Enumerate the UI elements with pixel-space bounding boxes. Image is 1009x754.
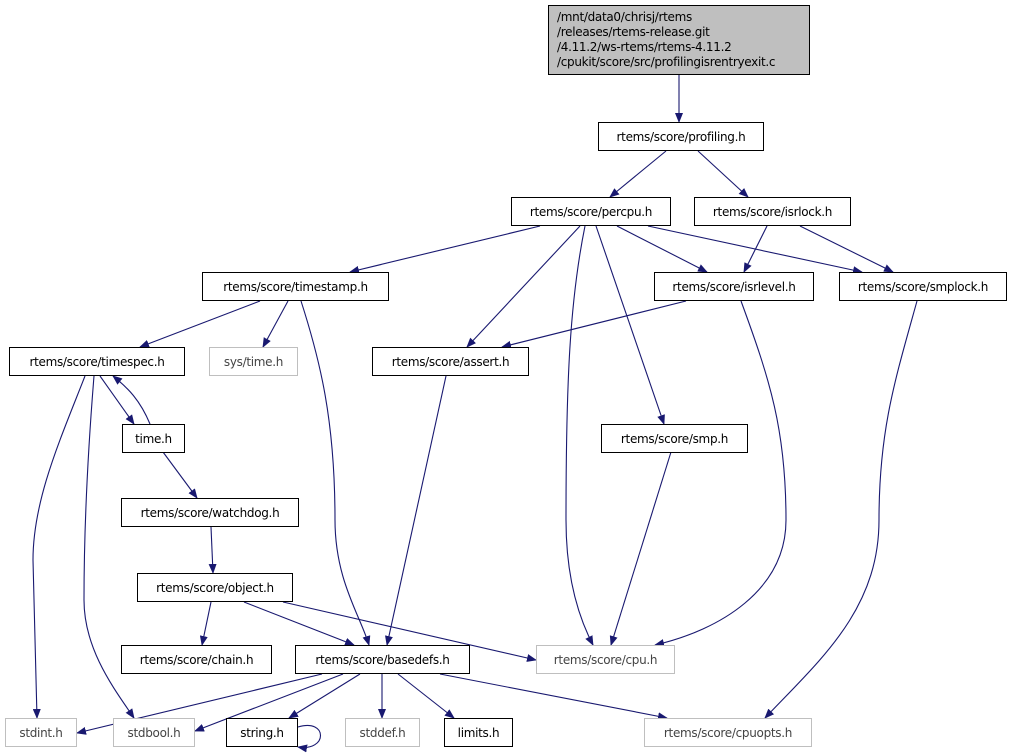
edge-basedefs-to-string <box>288 673 361 719</box>
edge-timespec-to-time <box>99 375 135 425</box>
node-stdbool: stdbool.h <box>113 718 195 747</box>
node-timespec[interactable]: rtems/score/timespec.h <box>9 347 185 376</box>
edge-isrlock-to-isrlevel <box>743 225 768 273</box>
root-file-node: /mnt/data0/chrisj/rtems /releases/rtems-… <box>548 5 810 75</box>
node-stddef: stddef.h <box>345 718 420 747</box>
node-cpuopts: rtems/score/cpuopts.h <box>644 718 812 747</box>
root-line: /releases/rtems-release.git <box>557 25 710 39</box>
node-sys-time: sys/time.h <box>209 347 298 376</box>
node-cpu: rtems/score/cpu.h <box>536 645 675 674</box>
edge-time-to-watchdog <box>162 451 198 499</box>
node-timestamp[interactable]: rtems/score/timestamp.h <box>202 272 389 301</box>
edge-percpu-to-timestamp <box>349 225 541 274</box>
edge-basedefs-to-cpuopts <box>439 673 668 721</box>
node-profiling[interactable]: rtems/score/profiling.h <box>598 122 764 151</box>
node-watchdog[interactable]: rtems/score/watchdog.h <box>121 498 299 527</box>
edge-profiling-to-percpu <box>609 150 667 198</box>
edge-object-to-basedefs <box>243 601 355 646</box>
edge-watchdog-to-object <box>208 526 217 574</box>
edge-percpu-to-isrlevel <box>616 225 708 273</box>
edge-profiling-to-isrlock <box>697 150 749 198</box>
edge-percpu-to-smp <box>595 225 665 425</box>
edge-time-to-timespec <box>112 375 151 425</box>
edge-isrlevel-to-assert <box>501 300 687 349</box>
edge-object-to-chain <box>199 601 212 646</box>
node-smp[interactable]: rtems/score/smp.h <box>601 424 748 453</box>
edge-isrlock-to-smplock <box>799 225 894 273</box>
edge-basedefs-to-stdbool <box>194 673 344 732</box>
edge-basedefs-to-limits <box>397 673 455 719</box>
edge-smplock-to-cpuopts <box>764 300 918 719</box>
edge-percpu-to-cpu <box>565 225 594 646</box>
edge-assert-to-basedefs <box>385 375 447 646</box>
node-isrlock[interactable]: rtems/score/isrlock.h <box>694 197 851 226</box>
node-assert[interactable]: rtems/score/assert.h <box>372 347 529 376</box>
edge-percpu-to-assert <box>466 225 581 348</box>
edge-timestamp-to-timespec <box>139 300 261 348</box>
edge-string-to-string <box>297 724 322 753</box>
edge-timespec-to-stdint <box>32 375 86 719</box>
edge-timestamp-to-systime <box>262 300 289 348</box>
edge-smp-to-cpu <box>609 451 672 646</box>
root-line: /4.11.2/ws-rtems/rtems-4.11.2 <box>557 40 732 54</box>
node-chain[interactable]: rtems/score/chain.h <box>121 645 272 674</box>
node-string[interactable]: string.h <box>226 718 298 747</box>
root-line: /cpukit/score/src/profilingisrentryexit.… <box>557 55 776 69</box>
node-object[interactable]: rtems/score/object.h <box>137 573 293 602</box>
node-percpu[interactable]: rtems/score/percpu.h <box>511 197 671 226</box>
node-basedefs[interactable]: rtems/score/basedefs.h <box>295 645 470 674</box>
edge-isrlevel-to-cpu <box>654 300 787 647</box>
edge-timespec-to-stdbool <box>83 375 135 719</box>
root-line: /mnt/data0/chrisj/rtems <box>557 10 692 24</box>
edge-timestamp-to-basedefs <box>300 300 371 646</box>
node-isrlevel[interactable]: rtems/score/isrlevel.h <box>654 272 814 301</box>
node-limits[interactable]: limits.h <box>444 718 513 747</box>
node-smplock[interactable]: rtems/score/smplock.h <box>839 272 1007 301</box>
node-stdint: stdint.h <box>5 718 77 747</box>
edge-object-to-cpu <box>282 601 537 662</box>
node-time[interactable]: time.h <box>122 424 185 453</box>
